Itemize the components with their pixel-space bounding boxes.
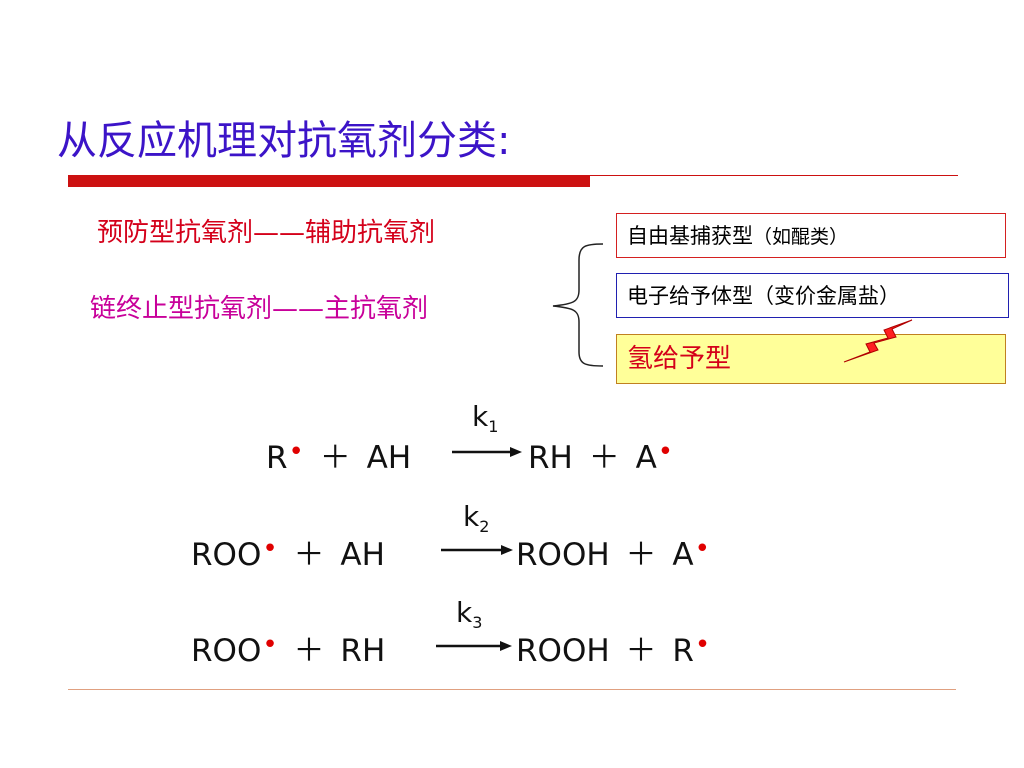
equation-1-products: RH ＋ A•: [528, 434, 673, 476]
reaction-arrow-icon: [441, 545, 513, 555]
equation-2: ROO• ＋ AH: [191, 531, 385, 573]
rate-constant-k3: k3: [456, 596, 482, 632]
radical-trap-label: 自由基捕获型: [627, 224, 753, 248]
footer-divider: [68, 689, 956, 690]
product: ROOH: [516, 633, 610, 669]
curly-brace-icon: [552, 243, 604, 367]
hydrogen-donor-box: 氢给予型: [616, 334, 1006, 384]
rate-constant-k1: k1: [472, 400, 498, 436]
rate-constant-symbol: k: [472, 400, 489, 433]
equation-3: ROO• ＋ RH: [191, 627, 385, 669]
preventive-antioxidant-label: 预防型抗氧剂——辅助抗氧剂: [97, 218, 436, 248]
plus-sign: ＋: [588, 440, 620, 476]
product: RH: [528, 440, 573, 476]
title-underline-thick: [68, 175, 590, 187]
slide-title: 从反应机理对抗氧剂分类:: [57, 118, 511, 164]
reactant-radical: ROO: [191, 633, 262, 669]
lightning-bolt-icon: [843, 319, 913, 363]
reactant-radical: ROO: [191, 537, 262, 573]
reactant: RH: [340, 633, 386, 669]
rate-constant-subscript: 1: [488, 417, 499, 436]
reaction-arrow-icon: [436, 641, 512, 651]
equation-2-products: ROOH ＋ A•: [516, 531, 710, 573]
chain-breaking-antioxidant-label: 链终止型抗氧剂——主抗氧剂: [90, 294, 429, 324]
radical-dot: •: [657, 437, 674, 467]
product-radical: A: [635, 440, 657, 476]
reactant: AH: [340, 537, 385, 573]
plus-sign: ＋: [293, 633, 325, 669]
product: ROOH: [516, 537, 610, 573]
radical-dot: •: [262, 630, 278, 660]
plus-sign: ＋: [319, 440, 351, 476]
title-underline-thin: [590, 175, 958, 176]
rate-constant-k2: k2: [463, 500, 489, 536]
plus-sign: ＋: [625, 633, 657, 669]
reaction-arrow-icon: [452, 447, 522, 457]
radical-dot: •: [288, 437, 304, 467]
product-radical: R: [672, 633, 694, 669]
reactant-radical: R: [266, 440, 288, 476]
radical-trap-note: （如醌类）: [753, 226, 849, 248]
electron-donor-label: 电子给予体型（变价金属盐）: [627, 284, 900, 308]
electron-donor-box: 电子给予体型（变价金属盐）: [616, 273, 1009, 318]
rate-constant-subscript: 2: [479, 517, 490, 536]
equation-1: R• ＋ AH: [266, 434, 411, 476]
rate-constant-symbol: k: [456, 596, 473, 629]
hydrogen-donor-label: 氢给予型: [627, 344, 732, 374]
plus-sign: ＋: [625, 537, 657, 573]
radical-dot: •: [694, 534, 710, 564]
reactant: AH: [366, 440, 412, 476]
plus-sign: ＋: [293, 537, 325, 573]
radical-dot: •: [262, 534, 278, 564]
radical-trap-box: 自由基捕获型（如醌类）: [616, 213, 1006, 258]
radical-dot: •: [694, 630, 711, 660]
rate-constant-symbol: k: [463, 500, 480, 533]
rate-constant-subscript: 3: [472, 613, 483, 632]
equation-3-products: ROOH ＋ R•: [516, 627, 710, 669]
product-radical: A: [672, 537, 694, 573]
